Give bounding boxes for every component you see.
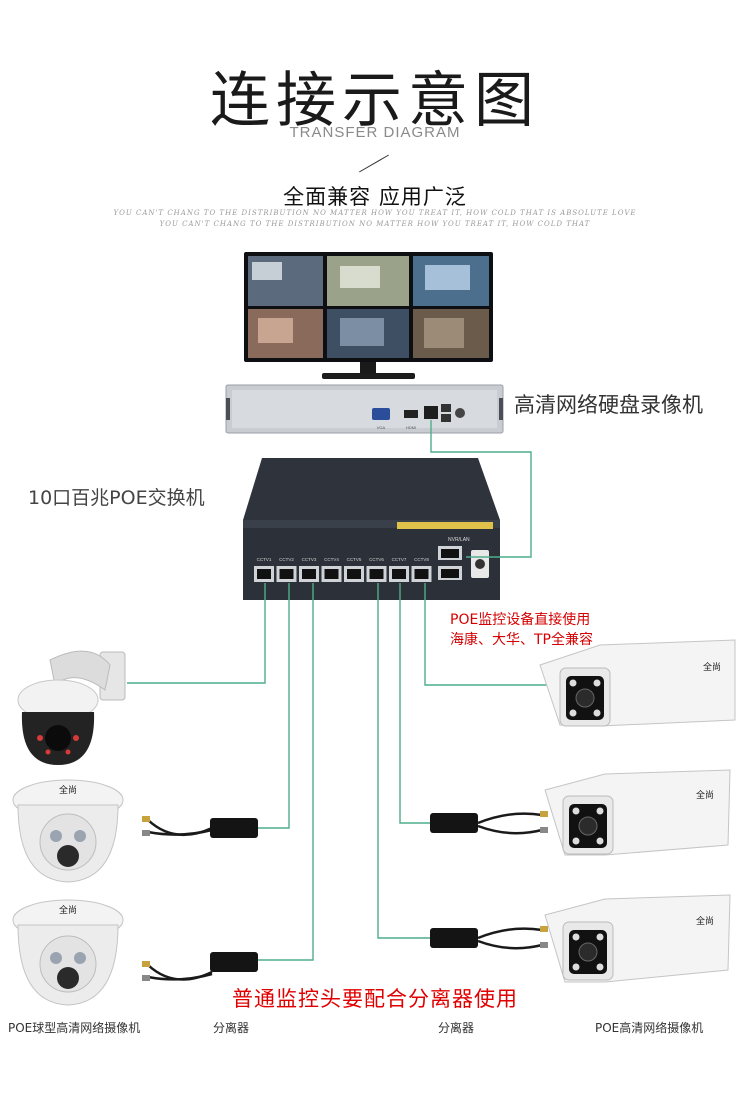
page-title: 连接示意图 <box>210 66 540 136</box>
cable-dome-2 <box>258 583 314 961</box>
nvr-label: 高清网络硬盘录像机 <box>514 393 703 417</box>
switch-port-socket <box>324 569 339 579</box>
cable-bullet-1 <box>424 583 557 686</box>
switch-port-label: CCTV5 <box>347 557 362 562</box>
uplink-label: NVR/LAN <box>448 537 470 543</box>
page-subtitle: TRANSFER DIAGRAM <box>289 124 461 141</box>
caption-splitter-right: 分离器 <box>438 1021 475 1035</box>
switch-port-socket <box>369 569 384 579</box>
dome-camera-1: 全尚 <box>12 779 124 883</box>
splitter-right-1 <box>430 811 548 835</box>
switch-port-label: CCTV8 <box>414 557 429 562</box>
hdmi-port <box>404 410 418 418</box>
bullet-camera-2: 全尚 <box>544 769 731 856</box>
bullet-camera-1: 全尚 <box>539 639 736 727</box>
caption-dome-camera: POE球型高清网络摄像机 <box>8 1021 141 1035</box>
tagline: 全面兼容 应用广泛 <box>283 185 467 209</box>
monitor <box>244 252 493 379</box>
fine-print-1: YOU CAN'T CHANG TO THE DISTRIBUTION NO M… <box>113 209 637 217</box>
hdmi-label: HDMI <box>406 425 416 430</box>
ptz-dome-camera <box>17 650 126 765</box>
vga-label: VGA <box>377 425 386 430</box>
switch-port-label: CCTV2 <box>279 557 294 562</box>
switch-port-socket <box>392 569 406 579</box>
caption-splitter-left: 分离器 <box>213 1021 250 1035</box>
brand-logo: 全尚 <box>59 904 77 916</box>
switch-port-label: CCTV6 <box>369 557 384 562</box>
switch-port-label: CCTV1 <box>257 557 272 562</box>
cable-nvr-switch <box>430 420 532 558</box>
dome-camera-2: 全尚 <box>12 899 124 1006</box>
poe-note-line-1: POE监控设备直接使用 <box>450 612 591 628</box>
splitter-left-1 <box>142 816 258 838</box>
switch-label: 10口百兆POE交换机 <box>28 487 205 509</box>
splitter-right-2 <box>430 926 548 950</box>
poe-compat-note: POE监控设备直接使用 海康、大华、TP全兼容 <box>450 610 593 650</box>
lan-port <box>424 406 438 419</box>
switch-port-socket <box>302 569 316 579</box>
cable-dome-1 <box>258 583 290 829</box>
brand-logo: 全尚 <box>59 784 77 796</box>
brand-logo: 全尚 <box>696 915 714 927</box>
vga-port <box>372 408 390 420</box>
switch-port-socket <box>347 569 361 579</box>
switch-port-socket <box>414 569 429 579</box>
switch-port-label: CCTV4 <box>324 557 339 562</box>
poe-switch: CCTV1 CCTV2 CCTV3 CCTV4 CCTV5 CCTV6 CCTV7 CCTV8… <box>243 458 500 600</box>
bullet-camera-3: 全尚 <box>544 894 731 983</box>
nvr-device: VGA HDMI <box>225 384 504 434</box>
cable-ptz <box>127 583 266 684</box>
cable-bullet-3 <box>377 583 430 939</box>
poe-note-line-2: 海康、大华、TP全兼容 <box>450 632 593 648</box>
fine-print-2: YOU CAN'T CHANG TO THE DISTRIBUTION NO M… <box>159 220 591 228</box>
splitter-note: 普通监控头要配合分离器使用 <box>232 987 518 1011</box>
brand-logo: 全尚 <box>703 661 721 673</box>
switch-port-label: CCTV7 <box>392 557 407 562</box>
splitter-left-2 <box>142 952 258 981</box>
brand-logo: 全尚 <box>696 789 714 801</box>
switch-port-socket <box>279 569 294 579</box>
cables <box>127 420 557 961</box>
cable-bullet-2 <box>399 583 430 824</box>
switch-port-socket <box>257 569 271 579</box>
caption-bullet-camera: POE高清网络摄像机 <box>595 1021 704 1035</box>
switch-port-label: CCTV3 <box>302 557 317 562</box>
